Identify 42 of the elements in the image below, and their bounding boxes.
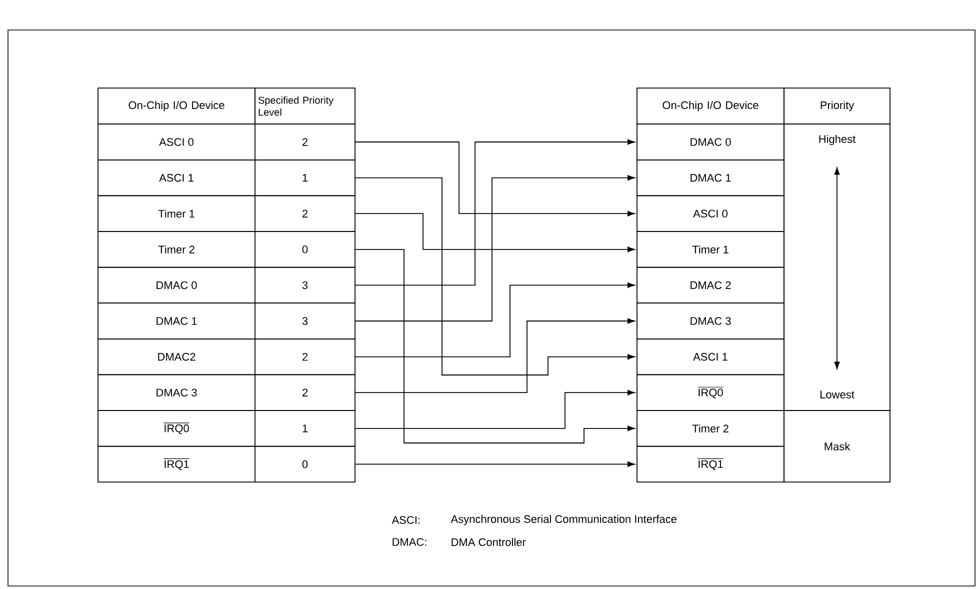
arrow <box>355 139 635 286</box>
table-row: ASCI 1 1 <box>98 159 356 196</box>
note-text: Asynchronous Serial Communication Interface <box>450 514 676 526</box>
header-cell: Priority <box>784 88 890 125</box>
table-cell: DMAC 1 <box>636 159 784 196</box>
mask-cell: Mask <box>784 410 890 483</box>
label: Highest <box>819 134 856 146</box>
table-row: DMAC 0 3 <box>98 266 356 304</box>
table-row: DMAC 1 3 <box>98 302 356 340</box>
header-cell: On-Chip I/O Device <box>98 88 256 125</box>
table-row: IRQ1 0 <box>98 446 356 483</box>
arrow <box>355 248 635 444</box>
header-cell: On-Chip I/O Device <box>636 88 784 125</box>
table-row: Timer 1 2 <box>98 195 356 232</box>
arrow <box>355 175 635 322</box>
arrow <box>355 282 635 358</box>
note-term: ASCI: <box>392 516 420 524</box>
table-cell: DMAC 3 <box>636 302 784 340</box>
table-cell: DMAC 0 <box>636 124 784 160</box>
priority-cell: Highest Lowest <box>784 124 890 411</box>
table-cell: Timer 2 <box>636 410 784 447</box>
arrow <box>355 142 635 216</box>
table-cell: Timer 1 <box>636 231 784 268</box>
table-row: ASCI 0 2 <box>98 124 356 160</box>
table-cell: DMAC 2 <box>636 266 784 304</box>
table-cell: ASCI 0 <box>636 195 784 232</box>
arrow <box>355 462 635 467</box>
table-row: DMAC2 2 <box>98 338 356 376</box>
note-text: DMA Controller <box>452 538 526 546</box>
table-row: DMAC 3 2 <box>98 374 356 411</box>
header-cell: Specified Priority Level <box>254 88 356 125</box>
table-cell: IRQ1 <box>636 446 784 483</box>
arrow <box>355 390 635 429</box>
table-cell: IRQ0 <box>636 374 784 411</box>
arrow <box>355 213 635 252</box>
table-cell: ASCI 1 <box>636 338 784 376</box>
table-row: Timer 2 0 <box>98 231 356 268</box>
table-row: IRQ0 1 <box>98 410 356 447</box>
label: Lowest <box>820 390 854 398</box>
arrow <box>355 318 635 394</box>
arrow <box>355 177 635 376</box>
note-term: DMAC: <box>392 538 426 546</box>
